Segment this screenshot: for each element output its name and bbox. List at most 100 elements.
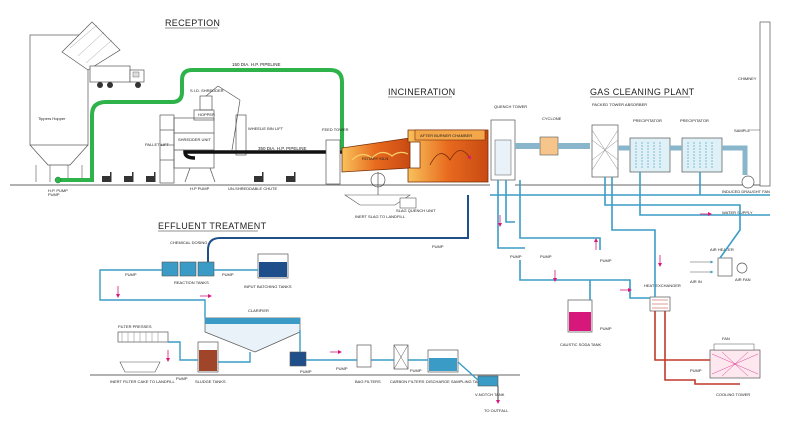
svg-text:CHEMICAL DOSING: CHEMICAL DOSING (170, 240, 207, 245)
svg-text:PUMP: PUMP (410, 368, 422, 373)
quench-tower: QUENCH TOWER (490, 104, 527, 181)
flow-arrows (116, 212, 712, 362)
pipeline-350 (183, 150, 342, 160)
rotary-kiln: ROTARY KILN (341, 137, 411, 195)
cyclone: CYCLONE (515, 116, 590, 156)
svg-text:AIR IN: AIR IN (690, 279, 702, 284)
svg-text:PUMP: PUMP (222, 272, 234, 277)
svg-text:PRECIPITATOR: PRECIPITATOR (633, 118, 662, 123)
svg-text:PUMP: PUMP (176, 376, 188, 381)
svg-text:FEED TOWER: FEED TOWER (322, 127, 349, 132)
slag-quench-unit: INERT SLAG TO LANDFILL SLAG QUENCH UNIT (344, 194, 436, 219)
svg-text:PUMP: PUMP (690, 368, 702, 373)
discharge-sampling-tanks: DISCHARGE SAMPLING TANKS (426, 349, 486, 384)
chimney: CHIMNEY SAMPLE (734, 21, 771, 187)
section-effluent: EFFLUENT TREATMENT (158, 221, 267, 231)
clarifier: CLARIFIER (204, 308, 301, 353)
shredder-structure (159, 85, 247, 184)
svg-text:AIR HEATER: AIR HEATER (710, 247, 734, 252)
svg-text:V-NOTCH TANK: V-NOTCH TANK (475, 392, 505, 397)
svg-text:COOLING TOWER: COOLING TOWER (716, 392, 750, 397)
label-pipeline-350: 350 DIA. H.P. PIPELINE (258, 146, 306, 151)
label-pump-a: PUMP (432, 244, 444, 249)
svg-text:QUENCH TOWER: QUENCH TOWER (494, 104, 527, 109)
bag-filters: BAG FILTERS (355, 344, 381, 384)
label-wheelie-bin-lift: WHEELIE BIN LIFT (248, 126, 284, 131)
svg-text:SAMPLE: SAMPLE (734, 128, 751, 133)
svg-text:INDUCED DRAUGHT FAN: INDUCED DRAUGHT FAN (722, 189, 770, 194)
reaction-tanks: CHEMICAL DOSING REACTION TANKS (161, 240, 215, 285)
svg-text:FAN: FAN (722, 336, 730, 341)
svg-text:PUMP: PUMP (48, 192, 60, 197)
induced-draught-fan: INDUCED DRAUGHT FAN (722, 175, 770, 194)
label-pallet-lift: PALLET LIFT (145, 142, 169, 147)
sludge-tanks: SLUDGE TANKS (195, 341, 226, 384)
label-water-supply: WATER SUPPLY (722, 210, 753, 215)
filter-presses: FILTER PRESSES INERT FILTER CAKE TO LAND… (110, 324, 176, 384)
svg-text:SLUDGE TANKS: SLUDGE TANKS (195, 379, 226, 384)
water-lines (490, 172, 770, 300)
label-un-shreddable-chute: UN-SHREDDABLE CHUTE (228, 186, 277, 191)
precipitator-2: PRECIPITATOR (680, 118, 723, 173)
section-reception: RECEPTION (165, 18, 220, 28)
label-tippers-hopper: Tippers Hopper (38, 116, 66, 121)
effluent-pipes (99, 269, 479, 381)
label-hp-pump: H.P. PUMP (48, 188, 68, 193)
feed-tower: FEED TOWER (322, 127, 349, 185)
svg-text:CHIMNEY: CHIMNEY (738, 76, 757, 81)
pipeline-150 (58, 68, 344, 182)
cooling-tower: COOLING TOWER FAN (709, 336, 761, 397)
label-hp-pump-2: H.P PUMP (190, 186, 210, 191)
section-incineration: INCINERATION (388, 87, 455, 97)
heat-exchanger: HEAT EXCHANGER (644, 283, 681, 312)
svg-text:INPUT BATCHING TANKS: INPUT BATCHING TANKS (244, 284, 292, 289)
svg-text:REACTION TANKS: REACTION TANKS (174, 280, 209, 285)
buffer-tank (289, 351, 307, 367)
svg-text:PACKED TOWER ABSORBER: PACKED TOWER ABSORBER (592, 102, 647, 107)
gas-duct (618, 145, 748, 175)
pump-labels: PUMP PUMP PUMP PUMP PUMP PUMP PUMP PUMP … (125, 254, 702, 381)
label-pipeline-150: 150 DIA. H.P. PIPELINE (232, 62, 280, 67)
svg-text:FILTER PRESSES: FILTER PRESSES (118, 324, 152, 329)
svg-text:TO OUTFALL: TO OUTFALL (484, 408, 509, 413)
tipper-truck (61, 21, 145, 88)
svg-text:PUMP: PUMP (600, 326, 612, 331)
after-burner-chamber: AFTER BURNER CHAMBER (407, 129, 489, 183)
caustic-soda-tank: CAUSTIC SODA TANK (560, 299, 602, 347)
svg-text:HEAT EXCHANGER: HEAT EXCHANGER (644, 283, 681, 288)
section-gas-cleaning: GAS CLEANING PLANT (590, 87, 695, 97)
svg-text:INERT SLAG TO LANDFILL: INERT SLAG TO LANDFILL (355, 214, 406, 219)
input-batching-tanks: INPUT BATCHING TANKS (244, 253, 292, 289)
svg-text:CYCLONE: CYCLONE (542, 116, 562, 121)
cooling-loop (654, 311, 740, 385)
packed-tower-absorber: PACKED TOWER ABSORBER (591, 102, 647, 178)
svg-text:INERT FILTER CAKE TO LANDFILL: INERT FILTER CAKE TO LANDFILL (110, 379, 176, 384)
svg-text:CAUSTIC SODA TANK: CAUSTIC SODA TANK (560, 342, 602, 347)
svg-text:AIR FAN: AIR FAN (735, 277, 751, 282)
svg-text:PUMP: PUMP (600, 258, 612, 263)
air-heater: AIR HEATER AIR FAN AIR IN (690, 247, 751, 284)
label-sid-shredder: S.I.D. SHREDDER (190, 88, 224, 93)
v-notch-tank: V-NOTCH TANK TO OUTFALL (475, 375, 509, 413)
svg-text:PUMP: PUMP (540, 254, 552, 259)
svg-text:ROTARY KILN: ROTARY KILN (362, 156, 388, 161)
label-shredder-unit: SHREDDER UNIT (178, 137, 211, 142)
effluent-feed-line (207, 195, 469, 262)
carbon-filters: CARBON FILTERS (390, 344, 425, 384)
svg-text:CARBON FILTERS: CARBON FILTERS (390, 379, 425, 384)
label-hopper: HOPPER (198, 112, 215, 117)
svg-text:DISCHARGE SAMPLING TANKS: DISCHARGE SAMPLING TANKS (426, 379, 486, 384)
svg-text:PUMP: PUMP (300, 369, 312, 374)
forklifts (102, 172, 296, 182)
svg-text:BAG FILTERS: BAG FILTERS (355, 379, 381, 384)
svg-text:PUMP: PUMP (510, 254, 522, 259)
svg-text:CLARIFIER: CLARIFIER (248, 308, 269, 313)
svg-text:PRECIPITATOR: PRECIPITATOR (680, 118, 709, 123)
svg-text:SLAG QUENCH UNIT: SLAG QUENCH UNIT (396, 208, 436, 213)
svg-text:PUMP: PUMP (336, 366, 348, 371)
svg-text:PUMP: PUMP (125, 272, 137, 277)
precipitator-1: PRECIPITATOR (629, 118, 671, 173)
svg-text:AFTER BURNER CHAMBER: AFTER BURNER CHAMBER (420, 133, 472, 138)
